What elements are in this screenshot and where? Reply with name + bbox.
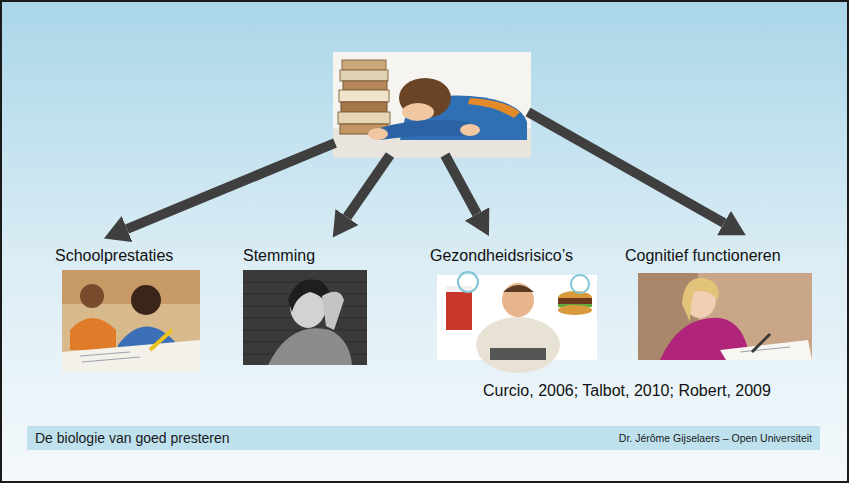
sad-woman-photo (243, 270, 367, 365)
label-holder: Schoolprestaties (55, 246, 173, 265)
girl-writing-photo (638, 273, 812, 360)
category-label: Gezondheidsrisico’s (430, 247, 573, 264)
category-label: Cognitief functioneren (625, 247, 781, 264)
sleeping-boy-photo (333, 52, 531, 158)
arrow (347, 155, 390, 217)
label-holder: Curcio, 2006; Talbot, 2010; Robert, 2009 (483, 381, 771, 400)
label-holder: Cognitief functioneren (625, 246, 781, 265)
label-holder: Gezondheidsrisico’s (430, 246, 573, 265)
arrow (445, 155, 477, 214)
arrow (528, 112, 724, 223)
category-label: Schoolprestaties (55, 247, 173, 264)
footer-band: De biologie van goed presteren Dr. Jérôme… (27, 426, 820, 450)
classroom-photo (62, 270, 200, 372)
citation: Curcio, 2006; Talbot, 2010; Robert, 2009 (483, 382, 771, 399)
label-holder: Stemming (243, 246, 315, 265)
arrows (127, 112, 724, 229)
junk-food-photo (437, 272, 597, 373)
category-label: Stemming (243, 247, 315, 264)
arrow (127, 143, 335, 229)
footer-author: Dr. Jérôme Gijselaers – Open Universitei… (619, 432, 812, 445)
footer-title: De biologie van goed presteren (35, 430, 230, 447)
